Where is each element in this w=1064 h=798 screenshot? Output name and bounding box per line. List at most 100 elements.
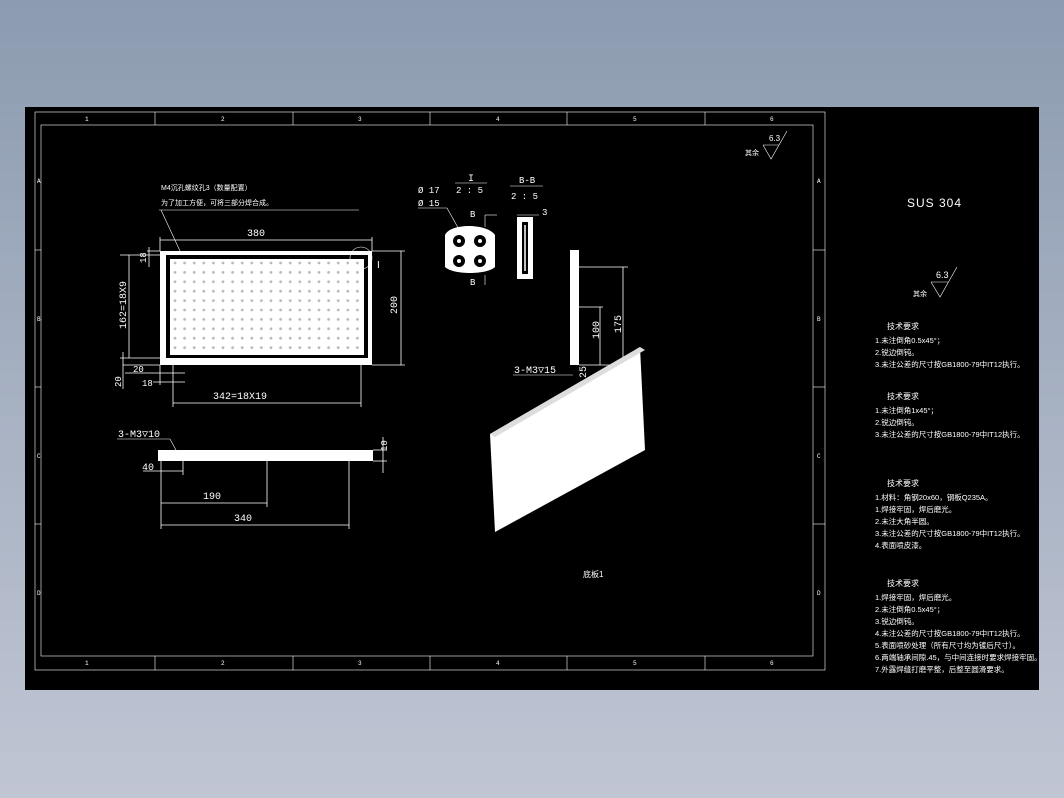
dim-10: 10	[380, 440, 390, 451]
zone-row-d-left: D	[37, 590, 41, 597]
cad-drawing-viewport[interactable]: 1 2 3 4 5 6 1 2 3 4 5 6 A B C D A B C D …	[25, 107, 1039, 690]
zone-col-3-top: 3	[358, 116, 362, 123]
section-bb-view: B-B 2 : 5 3	[510, 176, 547, 279]
plate-hole	[250, 327, 254, 331]
zone-col-4-top: 4	[496, 116, 500, 123]
plate-hole	[173, 280, 177, 284]
plate-hole	[336, 299, 340, 302]
plate-hole	[269, 280, 273, 284]
req1-title: 技术要求	[887, 321, 919, 331]
plate-hole	[336, 308, 340, 312]
dim-200: 200	[390, 296, 401, 314]
plate-hole	[173, 289, 177, 293]
drawing-canvas: 1 2 3 4 5 6 1 2 3 4 5 6 A B C D A B C D …	[34, 111, 1039, 674]
bar-outline	[570, 250, 579, 365]
plate-hole	[192, 318, 196, 321]
plate-hole	[317, 261, 321, 265]
plate-hole	[327, 280, 330, 284]
plate-hole	[308, 346, 311, 349]
plate-hole	[202, 271, 206, 274]
plate-hole	[250, 289, 254, 293]
zone-col-2-bottom: 2	[221, 660, 225, 667]
plate-hole	[327, 289, 330, 293]
plate-hole	[336, 261, 340, 265]
plate-hole	[298, 271, 302, 274]
detail-i-dia-15: Ø 15	[418, 199, 440, 209]
req3-line3: 2.未注大角半圆。	[875, 516, 934, 526]
plate-hole	[212, 327, 215, 331]
dim-20-bottom: 20	[133, 365, 144, 375]
plate-hole	[260, 280, 263, 284]
dim-190: 190	[203, 492, 221, 503]
zone-col-3-bottom: 3	[358, 660, 362, 667]
plate-hole	[308, 271, 311, 274]
dim-162-18x9: 162=18X9	[119, 281, 130, 329]
plate-hole	[346, 346, 350, 349]
plate-hole	[240, 261, 244, 265]
plate-hole	[356, 327, 359, 331]
finish-label-mid: 其余	[913, 289, 927, 298]
plate-note-line1: M4沉孔螺纹孔3（数量配置）	[161, 183, 252, 192]
plate-hole	[173, 318, 177, 321]
plate-hole	[327, 336, 330, 340]
req4-line5: 5.表面喷砂处理（所有尺寸均为镀后尺寸）。	[875, 640, 1020, 650]
plate-hole	[260, 327, 263, 331]
plate-hole	[260, 346, 263, 349]
plate-hole	[250, 271, 254, 274]
detail-i-body	[445, 226, 495, 273]
plate-hole	[231, 308, 235, 312]
plate-hole	[250, 280, 254, 284]
plate-hole	[269, 289, 273, 293]
plate-hole	[221, 280, 225, 284]
detail-i-marker: I	[377, 260, 380, 271]
plate-hole	[221, 327, 225, 331]
plate-hole	[288, 261, 292, 265]
plate-hole-grid	[173, 261, 359, 349]
zone-col-6-top: 6	[770, 116, 774, 123]
dim-175: 175	[614, 315, 625, 333]
plate-hole	[356, 299, 359, 302]
plate-hole	[288, 308, 292, 312]
plate-hole	[202, 289, 206, 293]
plate-note-line2: 为了加工方便，可将三部分焊合成。	[161, 198, 273, 207]
req2-line3: 3.未注公差的尺寸按GB1800-79中IT12执行。	[875, 429, 1025, 439]
plate-hole	[250, 299, 254, 302]
zone-col-2-top: 2	[221, 116, 225, 123]
plate-hole	[231, 289, 235, 293]
plate-hole	[231, 280, 235, 284]
plate-hole	[346, 271, 350, 274]
plate-hole	[212, 289, 215, 293]
dim-18-top: 18	[139, 252, 149, 263]
plate-hole	[250, 308, 254, 312]
plate-hole	[308, 308, 311, 312]
plate-hole	[221, 318, 225, 321]
plate-hole	[298, 346, 302, 349]
plate-hole	[336, 336, 340, 340]
plate-hole	[231, 327, 235, 331]
plate-hole	[327, 261, 330, 265]
dim-100: 100	[592, 321, 603, 339]
plate-hole	[279, 327, 282, 331]
plate-hole	[317, 327, 321, 331]
plate-hole	[192, 261, 196, 265]
plate-hole	[288, 346, 292, 349]
plate-hole	[327, 308, 330, 312]
plate-hole	[202, 327, 206, 331]
req2-line1: 1.未注倒角1x45°；	[875, 405, 938, 415]
plate-hole	[192, 346, 196, 349]
plate-hole	[288, 289, 292, 293]
plate-hole	[183, 318, 187, 321]
iso-caption: 底板1	[583, 569, 604, 579]
plate-hole	[356, 280, 359, 284]
req1-line3: 3.未注公差的尺寸按GB1800-79中IT12执行。	[875, 359, 1025, 369]
plate-hole	[202, 308, 206, 312]
dim-18-bottom: 18	[142, 379, 153, 389]
detail-i-scale: 2 : 5	[456, 186, 483, 196]
plate-hole	[240, 308, 244, 312]
plate-hole	[317, 280, 321, 284]
tech-requirements: 技术要求 1.未注倒角0.5x45°； 2.锐边倒钝。 3.未注公差的尺寸按GB…	[875, 321, 1039, 674]
plate-hole	[183, 308, 187, 312]
plate-hole	[173, 336, 177, 340]
plate-hole	[183, 336, 187, 340]
plate-hole	[317, 289, 321, 293]
